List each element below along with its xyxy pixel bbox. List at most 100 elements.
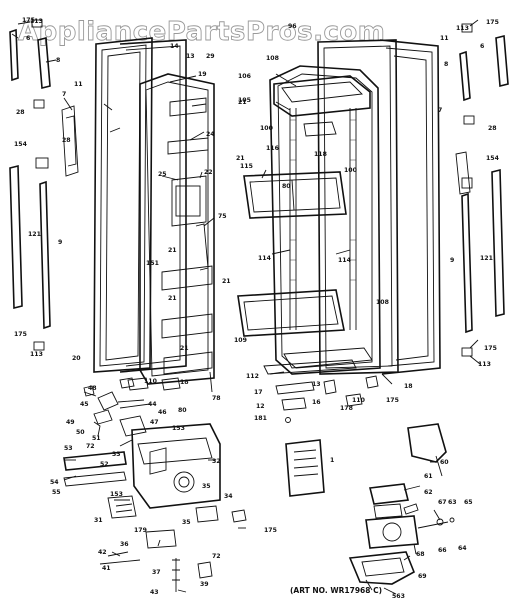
callout-181: 181 bbox=[254, 415, 267, 422]
callout-153: 153 bbox=[172, 425, 185, 432]
callout-110: 110 bbox=[352, 397, 366, 404]
callout-109: 109 bbox=[234, 337, 247, 344]
callout-80: 80 bbox=[178, 407, 187, 414]
callout-13: 13 bbox=[186, 53, 195, 60]
callout-41: 41 bbox=[102, 565, 111, 572]
water-valve-assembly bbox=[348, 423, 455, 591]
callout-175: 175 bbox=[22, 17, 35, 24]
callout-113: 113 bbox=[478, 361, 491, 368]
callout-11: 11 bbox=[74, 81, 83, 88]
callout-1: 1 bbox=[330, 457, 334, 464]
callout-6: 6 bbox=[480, 43, 484, 50]
callout-67: 67 bbox=[438, 499, 447, 506]
callout-39: 39 bbox=[200, 581, 209, 588]
callout-50: 50 bbox=[76, 429, 85, 436]
callout-151: 151 bbox=[146, 260, 159, 267]
callout-7: 7 bbox=[438, 107, 442, 114]
callout-179: 179 bbox=[134, 527, 147, 534]
dispenser-assembly bbox=[63, 377, 247, 592]
callout-49: 49 bbox=[66, 419, 75, 426]
callout-118: 118 bbox=[314, 151, 327, 158]
callout-154: 154 bbox=[486, 155, 500, 162]
left-door-trim-strips bbox=[9, 19, 79, 351]
callout-112: 112 bbox=[246, 373, 259, 380]
callout-108: 108 bbox=[266, 55, 279, 62]
callout-153: 153 bbox=[110, 491, 123, 498]
part-callouts: 175 113 6 8 14 13 29 19 21 24 25 21 22 7… bbox=[14, 17, 500, 600]
callout-18: 18 bbox=[404, 383, 413, 390]
callout-178: 178 bbox=[340, 405, 353, 412]
callout-43: 43 bbox=[150, 589, 159, 596]
callout-55: 55 bbox=[52, 489, 61, 496]
callout-175: 175 bbox=[484, 345, 497, 352]
callout-21: 21 bbox=[168, 247, 177, 254]
callout-9: 9 bbox=[58, 239, 62, 246]
callout-29: 29 bbox=[206, 53, 215, 60]
callout-60: 60 bbox=[440, 459, 449, 466]
callout-21: 21 bbox=[180, 345, 189, 352]
callout-13: 13 bbox=[312, 381, 321, 388]
callout-66: 66 bbox=[438, 547, 447, 554]
callout-28: 28 bbox=[62, 137, 71, 144]
callout-8: 8 bbox=[444, 61, 448, 68]
callout-78: 78 bbox=[212, 395, 221, 402]
callout-9: 9 bbox=[450, 257, 454, 264]
callout-42: 42 bbox=[98, 549, 107, 556]
callout-28: 28 bbox=[16, 109, 25, 116]
callout-106: 106 bbox=[238, 73, 251, 80]
callout-114: 114 bbox=[258, 255, 272, 262]
callout-7: 7 bbox=[62, 91, 66, 98]
callout-175: 175 bbox=[14, 331, 27, 338]
fresh-food-door-assembly bbox=[237, 39, 441, 375]
callout-21: 21 bbox=[236, 155, 245, 162]
callout-113: 113 bbox=[456, 25, 469, 32]
callout-31: 31 bbox=[94, 517, 103, 524]
callout-46: 46 bbox=[158, 409, 167, 416]
callout-63: 63 bbox=[448, 499, 457, 506]
callout-154: 154 bbox=[14, 141, 28, 148]
callout-51: 51 bbox=[92, 435, 101, 442]
callout-72: 72 bbox=[86, 443, 95, 450]
callout-80: 80 bbox=[282, 183, 291, 190]
callout-121: 121 bbox=[28, 231, 41, 238]
callout-114: 114 bbox=[338, 257, 352, 264]
callout-17: 17 bbox=[254, 389, 263, 396]
callout-44: 44 bbox=[148, 401, 157, 408]
art-number: (ART NO. WR17968 C) bbox=[290, 586, 382, 595]
callout-24: 24 bbox=[206, 131, 215, 138]
callout-53: 53 bbox=[64, 445, 73, 452]
callout-16: 16 bbox=[312, 399, 321, 406]
callout-115: 115 bbox=[240, 163, 253, 170]
callout-563: 563 bbox=[392, 593, 405, 600]
callout-48: 48 bbox=[88, 385, 97, 392]
callout-110: 110 bbox=[144, 378, 158, 385]
callout-25: 25 bbox=[158, 171, 167, 178]
callout-62: 62 bbox=[424, 489, 433, 496]
callout-8: 8 bbox=[56, 57, 60, 64]
callout-121: 121 bbox=[480, 255, 493, 262]
callout-34: 34 bbox=[224, 493, 233, 500]
callout-20: 20 bbox=[72, 355, 81, 362]
callout-113: 113 bbox=[30, 351, 43, 358]
callout-22: 22 bbox=[204, 169, 213, 176]
callout-52: 52 bbox=[100, 461, 109, 468]
callout-96: 96 bbox=[288, 23, 297, 30]
callout-21: 21 bbox=[168, 295, 177, 302]
callout-11: 11 bbox=[440, 35, 449, 42]
callout-64: 64 bbox=[458, 545, 467, 552]
callout-54: 54 bbox=[50, 479, 59, 486]
callout-68: 68 bbox=[416, 551, 425, 558]
watermark-text: AppliancePartsPros.com bbox=[18, 17, 385, 47]
callout-100: 100 bbox=[344, 167, 358, 174]
callout-35: 35 bbox=[182, 519, 191, 526]
callout-69: 69 bbox=[418, 573, 427, 580]
callout-100: 100 bbox=[260, 125, 274, 132]
callout-105: 105 bbox=[238, 97, 251, 104]
right-door-trim-strips bbox=[455, 23, 509, 357]
callout-28: 28 bbox=[488, 125, 497, 132]
hinge-small-parts bbox=[127, 375, 379, 497]
callout-72: 72 bbox=[212, 553, 221, 560]
callout-75: 75 bbox=[218, 213, 227, 220]
